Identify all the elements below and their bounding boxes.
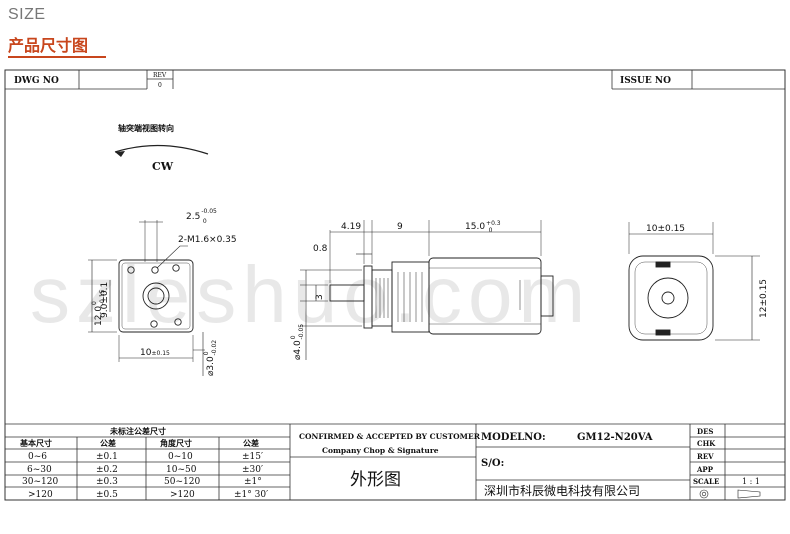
- model-value: GM12-N20VA: [577, 432, 653, 443]
- front-view: [88, 220, 205, 376]
- scale-label: SCALE: [693, 477, 719, 486]
- so-label: S/O:: [481, 458, 504, 469]
- end-view: [628, 222, 760, 341]
- side-dim-boss: ⌀4.00-0.05: [290, 324, 305, 360]
- svg-text:12.00-0.15: 12.00-0.15: [91, 289, 106, 326]
- tol-cell: ±1° 30′: [234, 490, 268, 500]
- tol-cell: ±0.2: [96, 465, 118, 475]
- confirmation-line1: CONFIRMED & ACCEPTED BY CUSTOMER: [299, 432, 481, 441]
- tol-cell: ±0.5: [96, 490, 118, 500]
- tol-cell: >120: [28, 490, 53, 500]
- tol-cell: 10~50: [166, 465, 197, 475]
- side-view: [300, 220, 554, 360]
- model-label: MODELNO:: [481, 432, 546, 443]
- tolerance-table-title: 未标注公差尺寸: [109, 426, 166, 436]
- end-dim-height: 12±0.15: [759, 279, 769, 318]
- tol-cell: 6~30: [27, 465, 52, 475]
- drawing-frame: [4, 69, 786, 501]
- bottom-title-block: [5, 423, 785, 500]
- side-dim-a: 4.19: [341, 222, 361, 232]
- size-heading: SIZE: [8, 6, 46, 23]
- end-dim-width: 10±0.15: [646, 224, 685, 234]
- issue-no-label: ISSUE NO: [620, 76, 671, 86]
- chk-label: CHK: [697, 439, 716, 448]
- rotation-direction: CW: [152, 160, 174, 173]
- tol-cell: ±0.1: [96, 452, 118, 462]
- svg-text:12±0.15: 12±0.15: [759, 279, 769, 318]
- tol-header-4: 公差: [243, 438, 259, 448]
- front-dim-hole: 2-M1.6×0.35: [178, 235, 237, 245]
- top-title-block: [5, 70, 785, 90]
- scale-value: 1 : 1: [742, 477, 760, 486]
- rev-value: 0: [158, 82, 162, 89]
- company-name: 深圳市科辰微电科技有限公司: [484, 483, 640, 498]
- side-dim-d-flat: 3: [315, 294, 325, 300]
- rev-sign-label: REV: [697, 452, 714, 461]
- des-label: DES: [697, 427, 713, 436]
- tol-cell: 0~10: [168, 452, 193, 462]
- watermark: szleshuo.com: [30, 250, 591, 339]
- title-underline: [8, 56, 106, 58]
- svg-text:3: 3: [315, 294, 325, 300]
- dwg-no-label: DWG NO: [14, 76, 59, 86]
- rotation-caption: 轴突端视图转向: [118, 123, 174, 133]
- tol-cell: 50~120: [164, 477, 200, 487]
- confirmation-line2: Company Chop & Signature: [322, 446, 439, 455]
- tol-cell: ±30′: [242, 465, 263, 475]
- front-dim-width: 10±0.15: [140, 348, 170, 358]
- tol-cell: 30~120: [22, 477, 58, 487]
- front-dim-bore: 9.0±0.1: [100, 282, 110, 318]
- tol-cell: ±0.3: [96, 477, 118, 487]
- tol-cell: 0~6: [28, 452, 47, 462]
- svg-text:⌀4.00-0.05: ⌀4.00-0.05: [290, 324, 305, 360]
- tol-header-2: 公差: [100, 438, 116, 448]
- app-label: APP: [696, 465, 714, 474]
- svg-text:9.0±0.1: 9.0±0.1: [100, 282, 110, 318]
- side-dim-shaft-len: 0.8: [313, 244, 328, 254]
- arrow-head-icon: [115, 151, 125, 157]
- tol-cell: >120: [170, 490, 195, 500]
- drawing-name: 外形图: [350, 470, 401, 490]
- projection-symbol-icon: [699, 489, 761, 499]
- tol-header-1: 基本尺寸: [19, 438, 52, 448]
- tol-header-3: 角度尺寸: [160, 438, 192, 448]
- front-dim-shaft: ⌀3.00-0.02: [203, 340, 218, 376]
- engineering-drawing: szleshuo.com DWG NO REV 0 ISSUE NO 轴突端视图…: [4, 69, 786, 501]
- rev-label: REV: [153, 72, 167, 79]
- tol-cell: ±1°: [244, 477, 262, 487]
- side-dim-b: 9: [397, 222, 403, 232]
- tol-cell: ±15′: [242, 452, 263, 462]
- section-title: 产品尺寸图: [8, 36, 89, 55]
- rotation-arc: [114, 144, 209, 155]
- svg-text:⌀3.00-0.02: ⌀3.00-0.02: [203, 340, 218, 376]
- front-dim-height: 12.00-0.15: [91, 289, 106, 326]
